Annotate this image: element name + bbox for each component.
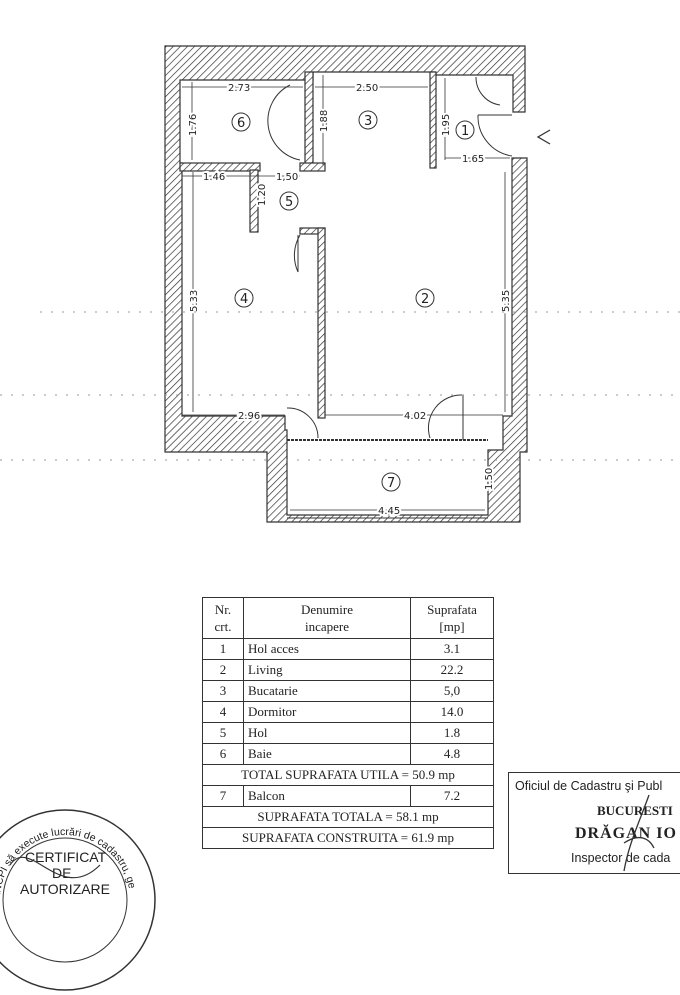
dim-room7-width: 4.45 (378, 506, 400, 517)
stamp-inspector-name: DRĂGAN IO (575, 825, 677, 842)
cell-area: 4.8 (410, 743, 494, 765)
cell-area: 3.1 (410, 638, 494, 660)
dim-room2-height: 5.35 (501, 290, 512, 312)
dim-room4-top: 1.46 (203, 172, 225, 183)
dim-room7-height: 1.50 (484, 468, 495, 490)
stamp-inspector-title: Inspector de cada (571, 851, 671, 865)
cell-nr: 6 (202, 743, 244, 765)
stamp-city: BUCURESTI (597, 803, 673, 818)
cell-name: Balcon (243, 785, 411, 807)
floor-plan: 2.73 2.50 1.76 1.88 1.95 1.65 1.46 1,50 … (0, 45, 680, 523)
cell-area: 22.2 (410, 659, 494, 681)
header-area: Suprafata [mp] (410, 597, 494, 639)
cell-nr: 7 (202, 785, 244, 807)
construita-row: SUPRAFATA CONSTRUITA = 61.9 mp (202, 827, 494, 849)
header-name: Denumire incapere (243, 597, 411, 639)
room-number-1: 1 (461, 124, 469, 139)
rooms-table: Nr. crt. Denumire incapere Suprafata [mp… (202, 597, 494, 849)
dim-room1-width: 1.65 (462, 154, 484, 165)
header-nr: Nr. crt. (202, 597, 244, 639)
cell-name: Hol (243, 722, 411, 744)
cell-name: Baie (243, 743, 411, 765)
cell-area: 5,0 (410, 680, 494, 702)
cell-area: 1.8 (410, 722, 494, 744)
doors (267, 76, 513, 440)
total-utila: TOTAL SUPRAFATA UTILA = 50.9 mp (202, 764, 494, 786)
entrance-arrow-icon (536, 129, 551, 145)
walls (164, 45, 528, 523)
cell-area: 7.2 (410, 785, 494, 807)
cell-nr: 4 (202, 701, 244, 723)
cell-nr: 5 (202, 722, 244, 744)
dim-room2-width: 4.02 (404, 411, 426, 422)
stamp-office: Oficiul de Cadastru şi Publ (515, 779, 663, 793)
signature (623, 794, 655, 872)
total-utila-row: TOTAL SUPRAFATA UTILA = 50.9 mp (202, 764, 494, 786)
cell-name: Dormitor (243, 701, 411, 723)
total-row: SUPRAFATA TOTALA = 58.1 mp (202, 806, 494, 828)
total-area: SUPRAFATA TOTALA = 58.1 mp (202, 806, 494, 828)
dim-room3-height: 1.88 (319, 110, 330, 132)
dim-room5-width: 1,50 (276, 172, 298, 183)
cell-name: Hol acces (243, 638, 411, 660)
cell-name: Living (243, 659, 411, 681)
cell-nr: 2 (202, 659, 244, 681)
scan-dotted-lines (0, 311, 680, 461)
dim-room5-height: 1.20 (257, 184, 268, 206)
room-number-4: 4 (240, 292, 248, 307)
room-number-7: 7 (387, 476, 395, 491)
table-header-row: Nr. crt. Denumire incapere Suprafata [mp… (202, 597, 494, 639)
room-number-6: 6 (237, 116, 245, 131)
room-number-2: 2 (421, 292, 429, 307)
dim-room6-height: 1.76 (188, 114, 199, 136)
room-number-3: 3 (364, 114, 372, 129)
cell-area: 14.0 (410, 701, 494, 723)
cell-nr: 3 (202, 680, 244, 702)
built-area: SUPRAFATA CONSTRUITA = 61.9 mp (202, 827, 494, 849)
dim-room6-width: 2.73 (228, 83, 250, 94)
certificat-stamp: ANCPI să execute lucrări de cadastru, ge… (0, 809, 156, 991)
stamp-line3: AUTORIZARE (20, 881, 110, 897)
room-number-5: 5 (285, 195, 293, 210)
cell-name: Bucatarie (243, 680, 411, 702)
dim-room4-height: 5.33 (189, 290, 200, 312)
stamp-line1: CERTIFICAT (25, 849, 107, 865)
dim-room3-width: 2.50 (356, 83, 378, 94)
ocpi-stamp: Oficiul de Cadastru şi Publ BUCURESTI DR… (508, 772, 680, 874)
dim-room4-width: 2.96 (238, 411, 260, 422)
cell-nr: 1 (202, 638, 244, 660)
dim-room1-height: 1.95 (441, 114, 452, 136)
